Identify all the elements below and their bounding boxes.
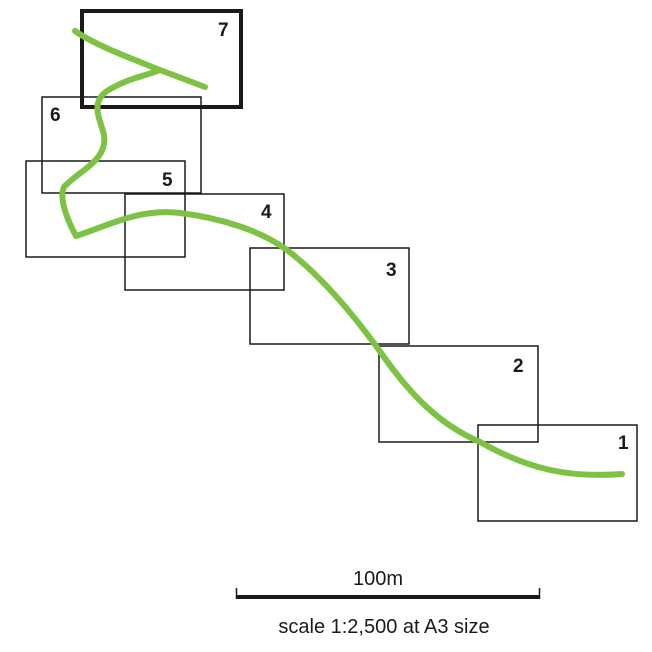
sheet-number-7: 7 (218, 20, 229, 41)
sheet-frame-4[interactable] (124, 193, 285, 291)
sheet-number-4: 4 (261, 202, 272, 223)
scale-caption: scale 1:2,500 at A3 size (278, 616, 489, 638)
route-line (59, 28, 625, 478)
sheet-numbers: 1 2 3 4 5 6 7 (50, 20, 629, 454)
sheet-frame-3[interactable] (249, 247, 410, 345)
sheet-number-2: 2 (513, 356, 524, 377)
sheet-frame-6[interactable] (41, 96, 202, 194)
sheet-frame-5[interactable] (25, 160, 186, 258)
sheet-number-6: 6 (50, 105, 61, 126)
sheet-frame-1[interactable] (477, 424, 638, 522)
sheet-frame-2[interactable] (378, 345, 539, 443)
sheet-number-3: 3 (386, 260, 397, 281)
sheet-number-1: 1 (618, 433, 629, 454)
scale-bar: 100m scale 1:2,500 at A3 size (235, 568, 541, 638)
sheet-number-5: 5 (162, 170, 173, 191)
scale-distance-label: 100m (353, 568, 403, 590)
sheet-frames (25, 9, 638, 522)
sheet-frame-7[interactable] (80, 9, 243, 109)
